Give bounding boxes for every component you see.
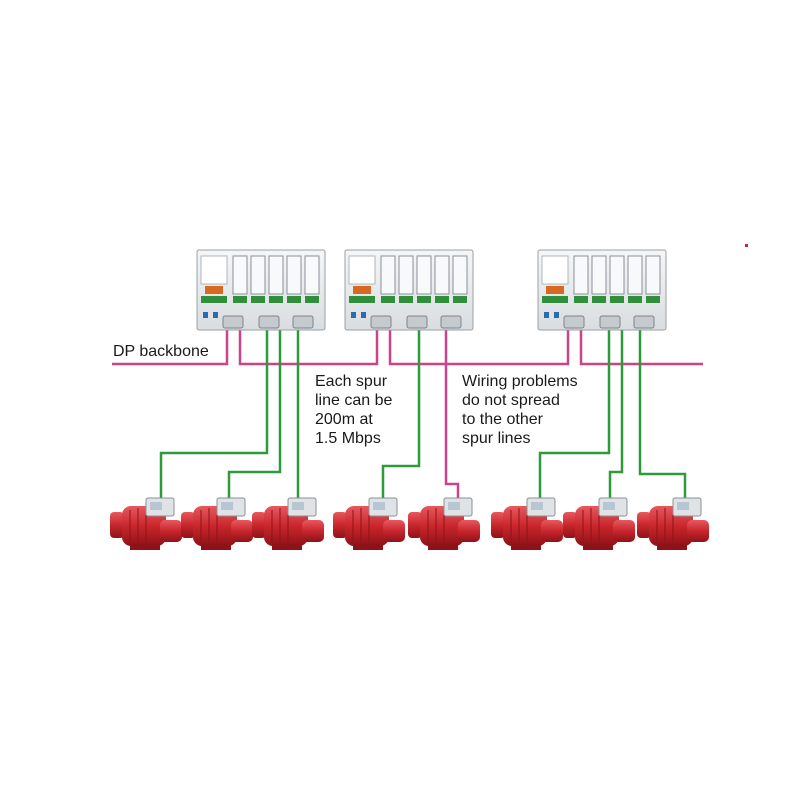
marker-dot: [745, 244, 748, 247]
spur-length-note: Each spur line can be 200m at 1.5 Mbps: [315, 373, 393, 447]
motor-5: [408, 497, 480, 550]
hub-1: [196, 249, 326, 331]
hub-1-ports: [222, 255, 320, 329]
motor-7: [563, 497, 635, 550]
hub-3-ports: [563, 255, 661, 329]
motor-3: [252, 497, 324, 550]
hub-2: [344, 249, 474, 331]
hub-3: [537, 249, 667, 331]
motor-1: [110, 497, 182, 550]
backbone-label: DP backbone: [113, 343, 209, 360]
spur-line-faulty: [444, 322, 460, 500]
backbone-line: [112, 322, 703, 366]
wiring-problems-note: Wiring problems do not spread to the oth…: [462, 373, 578, 447]
motor-8: [637, 497, 709, 550]
motor-6: [491, 497, 563, 550]
motor-2: [181, 497, 253, 550]
spur-lines: [159, 322, 687, 500]
motor-4: [333, 497, 405, 550]
hub-2-ports: [370, 255, 468, 329]
